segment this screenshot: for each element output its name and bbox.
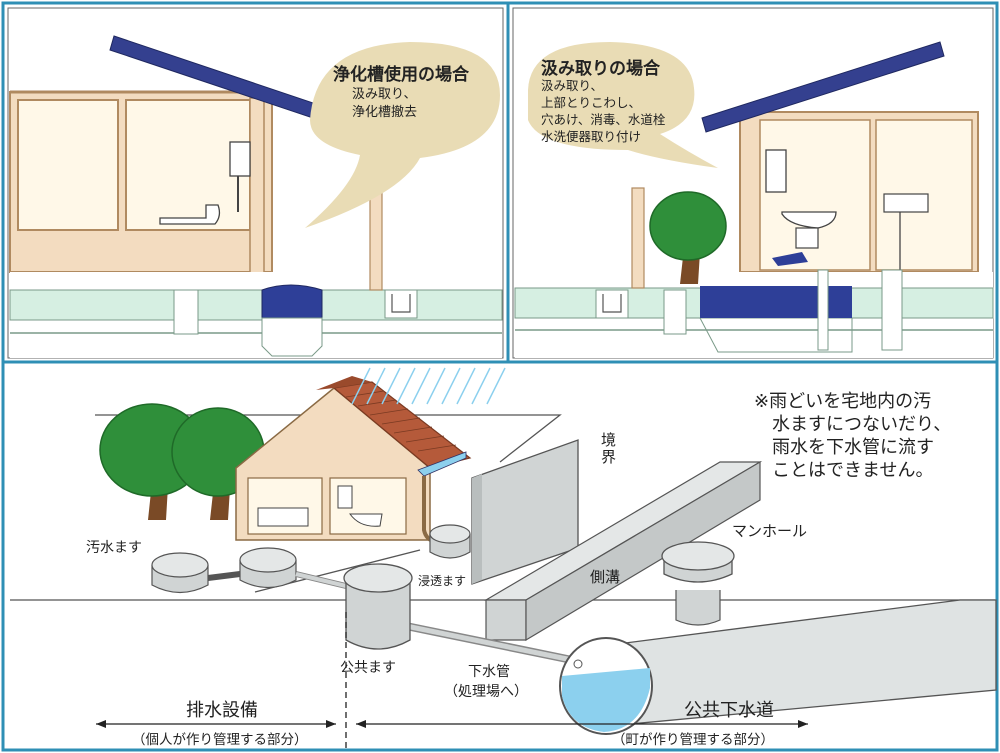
pit-removed <box>700 286 852 318</box>
main-sewer-pipe <box>601 599 997 725</box>
pit-steps: 汲み取り、 上部とりこわし、 穴あけ、消毒、水道栓 水洗便器取り付け <box>541 78 665 146</box>
toilet-tank <box>229 141 251 177</box>
speech-bubble-pit <box>528 42 718 168</box>
sewage-basin-label: 汚水ます <box>86 540 142 556</box>
infiltration-basin-label: 浸透ます <box>418 574 467 588</box>
public-basin <box>343 563 413 650</box>
public-basin-label: 公共ます <box>340 660 396 676</box>
rain-note-line: ※雨どいを宅地内の汚 <box>754 391 932 412</box>
sewage-basin-2 <box>239 547 297 589</box>
septic-step: 汲み取り、 <box>352 87 417 102</box>
infiltration-basin <box>429 524 471 559</box>
pit-step: 上部とりこわし、 <box>541 94 642 110</box>
bathtub <box>257 507 309 527</box>
private-scope-title: 排水設備 <box>186 700 258 721</box>
tree-crown-2 <box>649 191 727 261</box>
sewer-pipe-note: （処理場へ） <box>444 684 528 700</box>
speech-bubble-septic <box>305 42 500 228</box>
roof-blue-2 <box>701 41 945 133</box>
manhole <box>661 541 735 626</box>
sewer-pipe-label: 下水管 <box>468 664 510 680</box>
septic-tank <box>261 284 323 319</box>
gutter-label: 側溝 <box>590 568 621 586</box>
manhole-label: マンホール <box>732 522 808 540</box>
sewer-overview-illustration <box>10 367 997 750</box>
wash-basin <box>883 193 929 213</box>
rain-note-line: 水ますにつないだり、 <box>772 414 952 436</box>
septic-steps: 汲み取り、 浄化槽撤去 <box>352 86 417 121</box>
rain-note: ※雨どいを宅地内の汚 水ますにつないだり、 雨水を下水管に流す ことはできません… <box>754 390 951 482</box>
pit-step: 汲み取り、 <box>541 78 604 93</box>
window-left <box>17 99 119 231</box>
septic-house-illustration <box>9 35 503 358</box>
sewage-basin-1 <box>151 552 209 594</box>
public-scope-note: （町が作り管理する部分） <box>612 732 774 748</box>
rain-lines <box>351 367 506 405</box>
flush-toilet-tank <box>765 149 787 193</box>
pit-step: 穴あけ、消毒、水道栓 <box>541 111 666 127</box>
septic-step: 浄化槽撤去 <box>352 104 418 120</box>
rain-note-line: 雨水を下水管に流す <box>772 437 934 459</box>
septic-title: 浄化槽使用の場合 <box>333 65 469 85</box>
pit-title: 汲み取りの場合 <box>541 59 660 79</box>
private-scope-note: （個人が作り管理する部分） <box>132 732 308 748</box>
squat-toilet <box>159 204 221 225</box>
rain-note-line: ことはできません。 <box>772 460 934 482</box>
pit-step: 水洗便器取り付け <box>541 128 642 144</box>
window-right <box>125 99 251 231</box>
boundary-label: 境界 <box>599 432 617 466</box>
pit-house-illustration <box>514 41 994 358</box>
public-scope-title: 公共下水道 <box>684 700 774 721</box>
side-ditch <box>485 599 527 641</box>
